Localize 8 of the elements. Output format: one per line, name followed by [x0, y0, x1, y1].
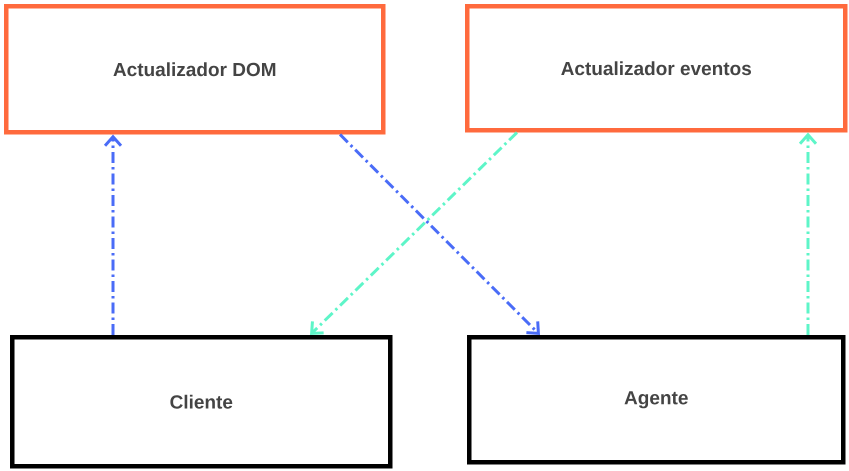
- process-box: Cliente: [10, 334, 392, 468]
- process-box: Agente: [467, 334, 846, 464]
- process-box: Actualizador DOM: [4, 4, 386, 134]
- arrow: [338, 133, 540, 335]
- arrow: [310, 131, 518, 335]
- process-box: Actualizador eventos: [465, 4, 848, 132]
- arrow: [798, 132, 818, 335]
- arrow: [104, 134, 122, 335]
